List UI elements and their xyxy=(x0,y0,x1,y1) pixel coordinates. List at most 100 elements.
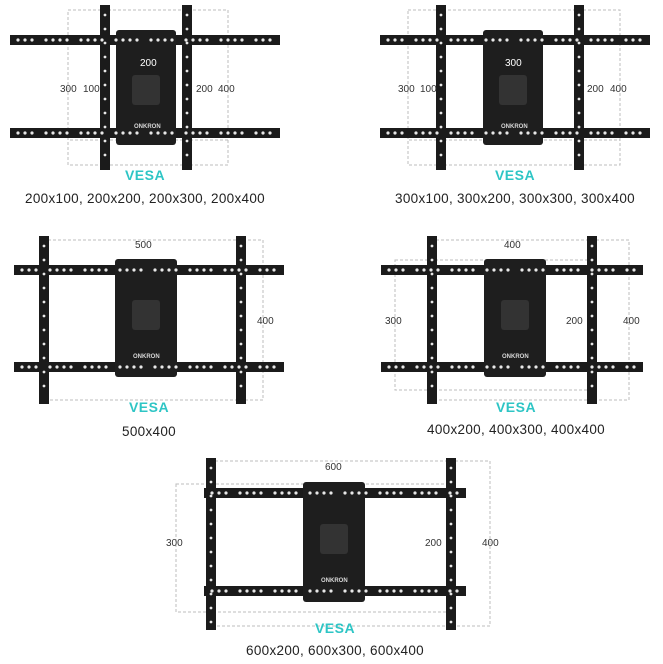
rail-hole xyxy=(219,131,223,135)
rail-hole xyxy=(230,268,234,272)
rail-hole xyxy=(322,589,326,593)
rail-hole xyxy=(421,131,425,135)
rail-hole xyxy=(104,268,108,272)
arm-hole xyxy=(185,41,189,45)
rail-hole xyxy=(93,38,97,42)
arm-hole xyxy=(42,356,46,360)
rail-hole xyxy=(364,491,368,495)
rail-hole xyxy=(386,38,390,42)
rail-hole xyxy=(265,365,269,369)
rail-hole xyxy=(252,491,256,495)
rail-hole xyxy=(30,131,34,135)
rail-hole xyxy=(329,589,333,593)
rail-hole xyxy=(233,38,237,42)
dim-right-inner: 200 xyxy=(425,538,442,549)
rail-hole xyxy=(350,589,354,593)
rail-hole xyxy=(413,589,417,593)
rail-hole xyxy=(163,131,167,135)
rail-hole xyxy=(541,365,545,369)
rail-hole xyxy=(533,38,537,42)
rail-hole xyxy=(219,38,223,42)
arm-hole xyxy=(439,139,443,143)
arm-hole xyxy=(239,342,243,346)
rail-hole xyxy=(245,491,249,495)
rail-hole xyxy=(238,589,242,593)
rail-hole xyxy=(55,268,59,272)
mount-diagram: ONKRON 400 300 200 400 xyxy=(381,236,643,404)
arm-hole xyxy=(103,111,107,115)
rail-hole xyxy=(575,131,579,135)
rail-hole xyxy=(237,268,241,272)
dim-left-outer: 300 xyxy=(60,84,77,95)
rail-hole xyxy=(576,365,580,369)
rail-hole xyxy=(188,365,192,369)
rail-hole xyxy=(224,491,228,495)
rail-hole xyxy=(527,365,531,369)
arm-hole xyxy=(239,370,243,374)
rail-hole xyxy=(449,38,453,42)
arm-hole xyxy=(577,139,581,143)
rail-hole xyxy=(44,38,48,42)
rail-hole xyxy=(394,268,398,272)
rail-hole xyxy=(202,365,206,369)
rail-hole xyxy=(273,589,277,593)
rail-hole xyxy=(632,268,636,272)
arm-hole xyxy=(103,97,107,101)
rail-hole xyxy=(435,131,439,135)
vesa-panel-200: ONKRON 200 300 100 200 400 VESA 200x100,… xyxy=(10,0,280,210)
rail-hole xyxy=(576,268,580,272)
rail-hole xyxy=(174,365,178,369)
rail-hole xyxy=(387,365,391,369)
arm-hole xyxy=(590,356,594,360)
rail-hole xyxy=(30,38,34,42)
rail-hole xyxy=(631,131,635,135)
arm-hole xyxy=(42,342,46,346)
rail-hole xyxy=(506,268,510,272)
arm-hole xyxy=(103,55,107,59)
rail-hole xyxy=(90,268,94,272)
vesa-sizes: 600x200, 600x300, 600x400 xyxy=(246,643,424,658)
rail-hole xyxy=(455,491,459,495)
rail-hole xyxy=(631,38,635,42)
rail-hole xyxy=(527,268,531,272)
arm-hole xyxy=(577,111,581,115)
rail-hole xyxy=(167,268,171,272)
rail-hole xyxy=(436,365,440,369)
rail-hole xyxy=(499,268,503,272)
rail-hole xyxy=(58,131,62,135)
arm-hole xyxy=(103,83,107,87)
rail-hole xyxy=(233,131,237,135)
rail-hole xyxy=(272,268,276,272)
rail-hole xyxy=(414,131,418,135)
rail-hole xyxy=(79,38,83,42)
arm-hole xyxy=(185,125,189,129)
rail-hole xyxy=(268,38,272,42)
rail-hole xyxy=(230,365,234,369)
rail-hole xyxy=(156,38,160,42)
rail-hole xyxy=(610,38,614,42)
arm-hole xyxy=(42,384,46,388)
rail-hole xyxy=(498,38,502,42)
rail-hole xyxy=(378,491,382,495)
rail-hole xyxy=(624,131,628,135)
rail-hole xyxy=(401,365,405,369)
rail-hole xyxy=(23,38,27,42)
rail-hole xyxy=(603,38,607,42)
rail-hole xyxy=(343,491,347,495)
rail-hole xyxy=(520,365,524,369)
rail-hole xyxy=(86,38,90,42)
vesa-label: VESA xyxy=(494,167,536,183)
rail-hole xyxy=(413,491,417,495)
rail-hole xyxy=(427,491,431,495)
arm-hole xyxy=(209,480,213,484)
rail-hole xyxy=(114,38,118,42)
rail-hole xyxy=(448,491,452,495)
arm-hole xyxy=(239,356,243,360)
arm-hole xyxy=(239,300,243,304)
arm-hole xyxy=(577,83,581,87)
rail-hole xyxy=(198,38,202,42)
rail-hole xyxy=(568,131,572,135)
rail-hole xyxy=(69,268,73,272)
rail-hole xyxy=(167,365,171,369)
rail-hole xyxy=(198,131,202,135)
